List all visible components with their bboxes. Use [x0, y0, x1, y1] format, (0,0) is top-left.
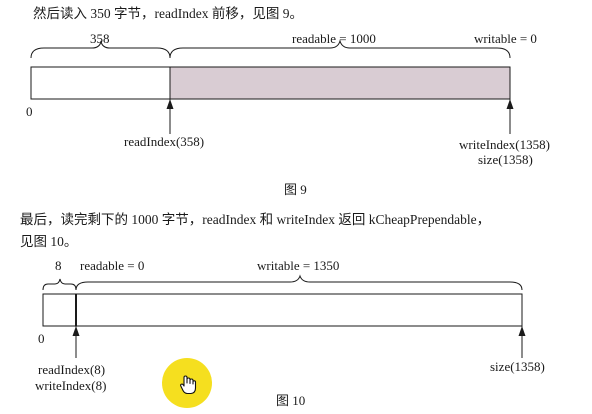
write-index-label-fig9: writeIndex(1358)	[459, 137, 550, 152]
write-index-label-fig10: writeIndex(8)	[35, 378, 107, 393]
size-label-fig10: size(1358)	[490, 359, 545, 374]
write-index-arrowhead	[506, 99, 514, 109]
figure-10	[42, 274, 526, 358]
writable-label-fig9: writable = 0	[474, 31, 537, 46]
read-index-label-fig10: readIndex(8)	[38, 362, 106, 377]
caption-fig9: 图 9	[284, 182, 307, 197]
hand-pointer-icon	[180, 375, 197, 395]
figure-9	[30, 39, 514, 134]
size-label-fig9: size(1358)	[478, 152, 533, 167]
section1-intro: 然后读入 350 字节，readIndex 前移，见图 9。	[33, 6, 303, 21]
readable-label-fig10: readable = 0	[80, 258, 145, 273]
buffer-prepend-region	[30, 66, 171, 100]
caption-fig10: 图 10	[276, 393, 306, 408]
zero-label-fig10: 0	[38, 331, 45, 346]
read-write-index-arrowhead	[72, 326, 80, 336]
read-index-label-fig9: readIndex(358)	[124, 134, 205, 149]
cursor-highlight	[161, 357, 213, 409]
read-index-arrowhead	[166, 99, 174, 109]
buffer-prepend-region-2	[42, 293, 77, 327]
brace-8	[42, 278, 77, 291]
buffer-readable-region	[169, 66, 511, 100]
brace-readable	[169, 39, 511, 59]
brace-writable	[75, 274, 523, 291]
span-358-label: 358	[90, 31, 110, 46]
size-arrowhead	[518, 326, 526, 336]
buffer-writable-region	[75, 293, 523, 327]
section2-intro-line1: 最后，读完剩下的 1000 字节，readIndex 和 writeIndex …	[20, 212, 491, 227]
section2-intro-line2: 见图 10。	[20, 234, 78, 249]
brace-358	[30, 40, 171, 59]
span-8-label: 8	[55, 258, 62, 273]
readable-label-fig9: readable = 1000	[292, 31, 376, 46]
writable-label-fig10: writable = 1350	[257, 258, 340, 273]
zero-label-fig9: 0	[26, 104, 33, 119]
